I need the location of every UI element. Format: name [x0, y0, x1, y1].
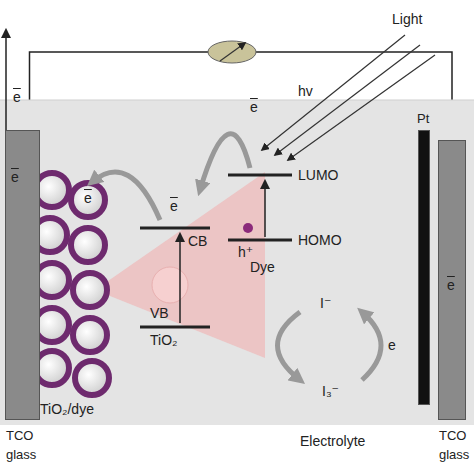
tio2-particle	[152, 267, 188, 303]
meter-symbol	[208, 41, 256, 63]
photon-label: hv	[298, 84, 313, 99]
electron-label: e	[388, 338, 396, 353]
lumo-level	[228, 174, 292, 177]
photoanode-label: TiO₂/dye	[40, 402, 94, 417]
electron-label: e	[13, 90, 21, 105]
electrolyte-label: Electrolyte	[300, 434, 365, 449]
ion-label: I₃⁻	[322, 384, 339, 399]
dye-excitation-arrow	[264, 181, 266, 237]
light-ray	[262, 35, 405, 150]
node-label: TCO glass	[6, 427, 46, 465]
redox-arrow	[278, 312, 301, 380]
electron-label: e	[170, 199, 178, 214]
hole-dot	[243, 223, 253, 233]
node-label: TCO glass	[439, 427, 471, 465]
band-label: VB	[150, 306, 169, 321]
cell-ground	[0, 100, 474, 425]
ion-label: I⁻	[320, 296, 331, 311]
excitation-arrow	[179, 234, 181, 323]
injection-arrow	[200, 134, 250, 190]
band-label: CB	[188, 234, 207, 249]
light-ray	[275, 45, 420, 155]
tco-electrode: TCO glass	[5, 130, 40, 420]
node-label: Pt	[417, 110, 447, 129]
transport-arrow	[92, 172, 160, 220]
electron-label: e	[84, 191, 92, 206]
light-ray	[288, 55, 435, 160]
electron-label: e	[447, 278, 455, 293]
pt-electrode: Pt	[418, 130, 430, 405]
electron-label: e	[11, 170, 19, 185]
current-arrow	[5, 30, 7, 130]
homo-level	[228, 239, 292, 242]
level-label: LUMO	[298, 168, 338, 183]
vb-level	[140, 326, 210, 329]
light-label: Light	[392, 12, 422, 27]
redox-arrow	[362, 312, 381, 380]
electron-label: e	[250, 100, 258, 115]
cb-level	[140, 227, 210, 230]
energy-cone	[95, 172, 265, 358]
dye-label: Dye	[250, 260, 275, 275]
hole-label: h⁺	[238, 245, 253, 260]
tio2-dye-spheres	[33, 173, 109, 395]
level-label: HOMO	[298, 233, 342, 248]
material-label: TiO₂	[150, 333, 177, 348]
